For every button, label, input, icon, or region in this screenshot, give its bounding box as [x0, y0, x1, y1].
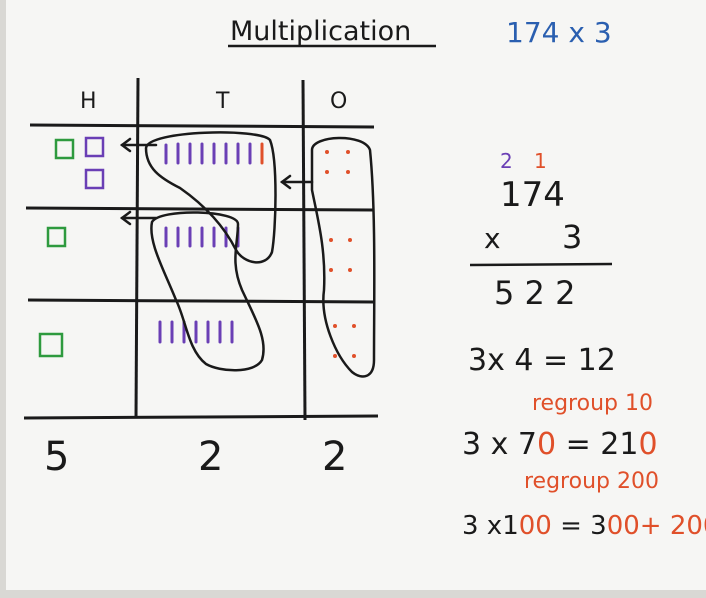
ones-dots	[325, 150, 356, 358]
grid-hline-bottom	[23, 414, 379, 420]
paper	[6, 0, 706, 590]
result-tens: 2	[198, 434, 223, 480]
step-2-note: regroup 200	[524, 469, 659, 494]
step-2: 3 x 70 = 210	[462, 427, 658, 462]
result-hundreds: 5	[44, 434, 69, 480]
hundred-square-purple-1	[84, 136, 105, 158]
regroup-arrows	[119, 137, 314, 226]
tens-regroup-loop-1	[144, 131, 277, 264]
grid-vline-2	[301, 79, 307, 421]
place-value-grid	[23, 77, 379, 421]
grid-hline-row2	[27, 298, 375, 304]
arrow-ones-to-tens	[279, 174, 314, 190]
hundred-square-green-3	[38, 332, 64, 358]
arrow-tens-to-hundreds-1	[119, 137, 158, 153]
step-1: 3x 4 = 12	[468, 343, 616, 378]
result-ones: 2	[322, 434, 347, 480]
hundred-square-purple-2	[84, 168, 105, 190]
ones-regroup-loop	[310, 136, 376, 378]
hundreds-counters	[38, 136, 105, 358]
multiplier-sign: x	[484, 222, 501, 255]
column-answer: 5 2 2	[494, 274, 575, 312]
grid-hline-row1	[25, 206, 374, 212]
arrow-tens-to-hundreds-2	[119, 210, 158, 226]
tens-regroup-loop-2	[150, 211, 265, 372]
regroup-loops	[144, 131, 376, 378]
working-steps: 3x 4 = 12 regroup 10 3 x 70 = 210 regrou…	[462, 343, 706, 541]
header-ones: O	[330, 89, 347, 114]
step-1-note: regroup 10	[532, 391, 653, 416]
answer-rule	[469, 262, 613, 267]
grid-vline-1	[134, 77, 140, 419]
header-hundreds: H	[80, 89, 97, 114]
carry-tens: 1	[534, 149, 547, 173]
hundred-square-green-2	[46, 226, 67, 248]
column-method: 2 1 174 x 3 5 2 2	[469, 149, 613, 312]
step-3: 3 x100 = 300+ 200	[462, 511, 706, 541]
hundred-square-green-1	[54, 138, 75, 160]
tens-row-1	[164, 142, 252, 165]
page-title: Multiplication	[230, 16, 411, 47]
problem-text: 174 x 3	[506, 16, 612, 49]
header-tens: T	[215, 89, 230, 114]
carry-hundreds: 2	[500, 149, 513, 173]
grid-hline-header	[29, 123, 375, 129]
multiplicand: 174	[500, 175, 565, 215]
tens-row-3	[158, 320, 234, 344]
multiplier: 3	[562, 218, 582, 256]
